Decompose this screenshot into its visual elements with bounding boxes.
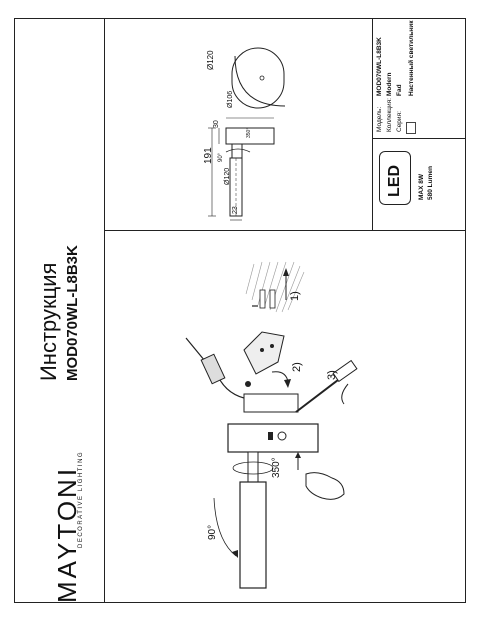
led-badge (379, 151, 411, 205)
tilt-arc (213, 497, 237, 557)
dim-d120-back: Ø120 (206, 50, 215, 70)
dim-tube: 23 (232, 206, 239, 214)
spec-lumen: 580 Lumen (427, 166, 434, 200)
page-frame (14, 18, 466, 603)
spec-type-value: Настенный светильник (408, 20, 415, 96)
spec-collection-value: Modern (386, 72, 393, 96)
spec-power: MAX 8W (418, 174, 425, 200)
hand-illustration (305, 472, 345, 500)
spec-series-label: Серия: (396, 111, 403, 132)
step-2-label: 2) (291, 362, 303, 372)
dim-depth: 30 (213, 120, 220, 128)
led-label: LED (386, 165, 403, 197)
plate-front-arc (234, 55, 286, 107)
step-3-label: 3) (326, 370, 338, 380)
anchor-1 (259, 289, 266, 309)
spec-series-value: Fad (396, 84, 403, 96)
spec-model-label: Модель: (376, 106, 383, 132)
lamp-arm (247, 451, 259, 483)
anchor-2 (269, 289, 276, 309)
dim-total-length: 191 (203, 147, 214, 164)
plate-front-view (231, 47, 285, 109)
canopy (243, 393, 299, 413)
page-title: Инструкция (36, 262, 61, 381)
spec-collection-label: Коллекция: (386, 98, 393, 132)
dimension-drawing (208, 47, 286, 221)
plate-side-view (225, 127, 275, 145)
section-divider (104, 230, 466, 231)
spec-separator (372, 138, 466, 139)
rotate-angle-label: 350° (271, 457, 282, 478)
terminal-block (200, 353, 226, 385)
step-1-label: 1) (289, 291, 301, 301)
dim-rotation: 350° (246, 127, 252, 138)
brand-tagline: DECORATIVE LIGHTING (78, 450, 84, 548)
mounting-bracket (243, 331, 285, 375)
dim-angle: 90° (218, 152, 224, 162)
spec-box (372, 18, 467, 230)
spec-model-value: MOD070WL-L8B3K (376, 37, 383, 96)
screwdriver (295, 379, 339, 413)
wall-lamp-icon (406, 122, 416, 134)
dim-d120-front: Ø120 (224, 167, 231, 185)
model-number: MOD070WL-L8B3K (64, 245, 81, 381)
dim-d106: Ø106 (227, 90, 234, 108)
header-divider (104, 18, 105, 603)
lamp-tube (239, 481, 267, 589)
tilt-angle-label: 90° (207, 524, 218, 540)
installation-illustration (185, 261, 358, 589)
